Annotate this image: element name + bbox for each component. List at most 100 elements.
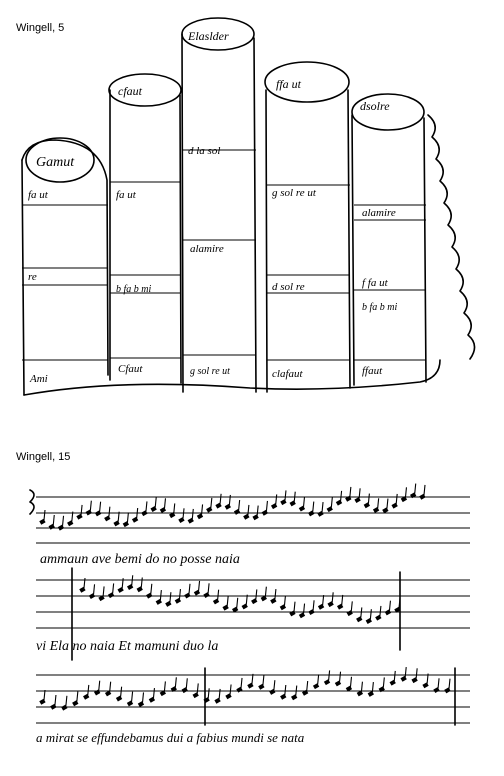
note-head <box>83 693 90 700</box>
note-stem <box>388 600 392 611</box>
note-head <box>155 598 162 605</box>
note-stem <box>377 498 380 509</box>
note-head <box>98 595 105 602</box>
note-stem <box>140 577 143 588</box>
note-stem <box>371 682 374 693</box>
little-finger <box>351 93 476 386</box>
note-head <box>378 686 385 693</box>
middle-tip-label: Elaslder <box>187 29 229 43</box>
note-stem <box>71 511 74 522</box>
note-stem <box>163 498 167 509</box>
middle-label-3: g sol re ut <box>190 366 230 377</box>
note-stem <box>120 686 123 697</box>
note-stem <box>87 684 90 696</box>
note-stem <box>322 594 325 606</box>
ring-label-1: g sol re ut <box>272 187 317 199</box>
note-stem <box>92 584 96 595</box>
note-head <box>212 598 220 605</box>
note-head <box>104 515 111 522</box>
note-head <box>312 683 320 690</box>
note-stem <box>89 500 92 511</box>
note-stem <box>350 601 353 612</box>
note-head <box>206 506 213 513</box>
note-head <box>126 700 134 707</box>
note-head <box>117 586 124 593</box>
note-head <box>372 507 380 514</box>
note-stem <box>317 674 320 685</box>
note-stem <box>61 515 65 526</box>
note-head <box>94 510 102 517</box>
note-head <box>215 502 222 509</box>
note-stem <box>98 680 101 691</box>
note-stem <box>255 589 258 600</box>
note-head <box>301 689 309 696</box>
note-stem <box>360 681 363 692</box>
note-head <box>196 513 204 520</box>
note-head <box>354 497 361 504</box>
lyrics-line-3: a mirat se effundebamus dui a fabius mun… <box>36 730 305 745</box>
note-stem <box>174 677 177 688</box>
note-head <box>382 507 389 514</box>
index-label-2: b fa b mi <box>116 284 152 295</box>
index-label-1: fa ut <box>116 189 137 201</box>
note-head <box>298 612 306 619</box>
note-head <box>335 499 343 506</box>
note-head <box>122 521 130 528</box>
note-head <box>50 703 57 710</box>
note-stem <box>126 512 129 523</box>
note-stem <box>302 496 306 507</box>
note-stem <box>328 670 331 681</box>
thumb-tip-label: Gamut <box>36 155 75 170</box>
note-stem <box>340 490 343 501</box>
note-head <box>39 698 46 705</box>
lyrics-line-1: ammaun ave bemi do no posse naia <box>40 552 240 567</box>
note-stem <box>117 511 120 522</box>
music-staff-2 <box>36 567 470 661</box>
little-label-3: b fa b mi <box>362 302 398 313</box>
ring-tip-label: ffa ut <box>276 77 302 91</box>
little-label-1: alamire <box>362 207 396 219</box>
note-stem <box>386 498 389 509</box>
note-stem <box>369 609 372 620</box>
index-tip-label: cfaut <box>118 84 143 98</box>
note-heads <box>39 483 451 711</box>
note-head <box>233 508 241 515</box>
caption-wingell-5: Wingell, 5 <box>16 22 65 34</box>
note-head <box>159 507 167 514</box>
note-head <box>178 517 185 524</box>
note-stem <box>262 674 265 686</box>
note-head <box>141 510 148 517</box>
note-head <box>375 614 382 621</box>
note-head <box>181 687 188 694</box>
note-stem <box>395 493 398 504</box>
note-stem <box>382 677 385 688</box>
note-head <box>363 502 370 509</box>
note-head <box>365 618 372 624</box>
note-head <box>159 690 167 697</box>
note-stem <box>265 500 268 512</box>
note-stem <box>321 502 324 513</box>
note-stem <box>178 589 182 600</box>
note-stem <box>191 508 194 520</box>
note-head <box>346 610 353 617</box>
note-head <box>258 683 265 690</box>
note-stem <box>251 673 254 684</box>
note-stem <box>154 497 157 508</box>
palm-base <box>23 359 441 396</box>
note-head <box>269 688 276 695</box>
note-head <box>203 697 210 704</box>
note-head <box>326 506 333 513</box>
note-head <box>391 502 398 509</box>
note-head <box>308 510 315 517</box>
note-stem <box>76 691 79 702</box>
note-stem <box>163 681 166 692</box>
note-stem <box>293 601 296 612</box>
note-stem <box>80 504 83 516</box>
little-tip-label: dsolre <box>360 99 390 113</box>
note-stem <box>312 501 315 512</box>
note-stem <box>43 509 46 521</box>
note-head <box>409 492 417 499</box>
note-stem <box>201 504 204 515</box>
note-head <box>72 700 79 707</box>
note-head <box>136 586 143 593</box>
